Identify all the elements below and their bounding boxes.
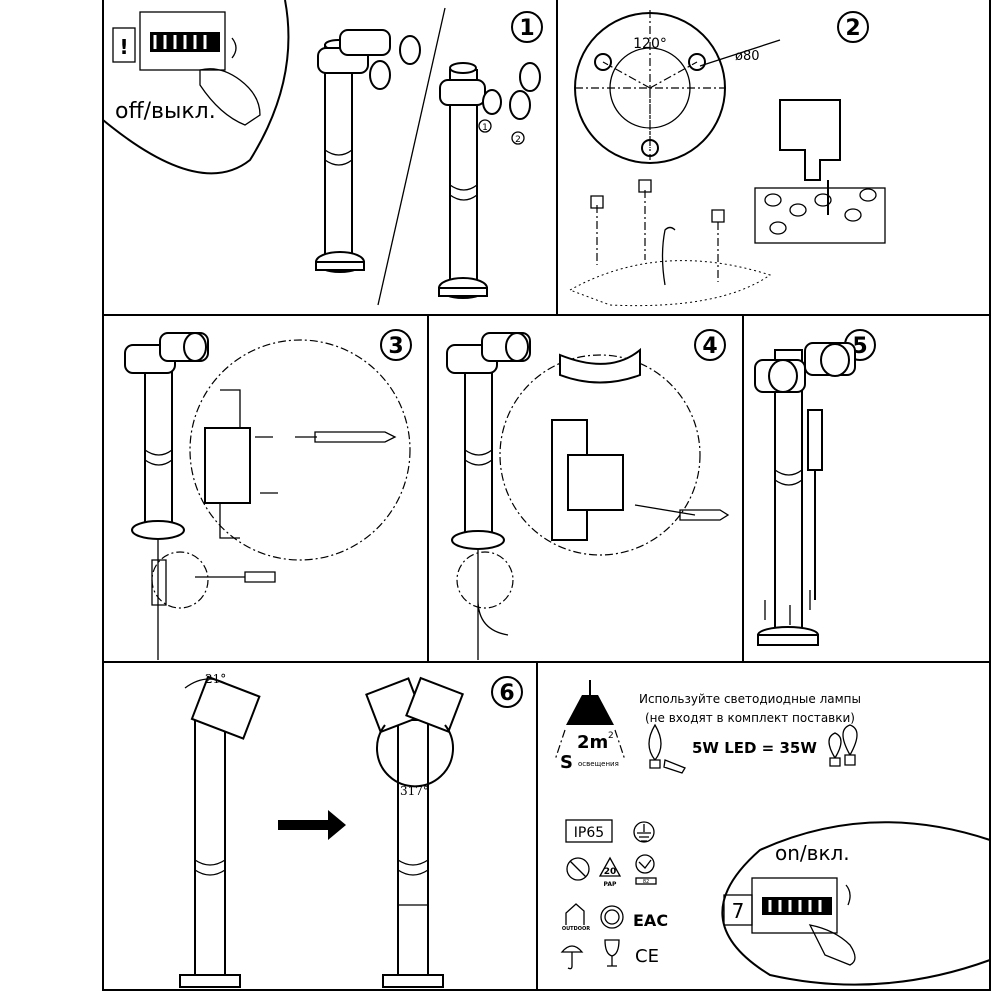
ce-mark: CE [635, 946, 659, 967]
svg-text:20: 20 [604, 867, 617, 877]
panel-5-mounting [754, 342, 856, 646]
svg-text:6: 6 [499, 681, 514, 706]
magnifier-circle [721, 821, 991, 986]
detail-circle [499, 354, 701, 556]
screwdriver-icon [807, 409, 823, 600]
fragile-icon [604, 939, 620, 967]
svg-text:120°: 120° [633, 36, 667, 52]
svg-text:2: 2 [845, 16, 860, 41]
panel-4-wiring [446, 332, 730, 660]
terminal-block-icon [567, 454, 624, 511]
svg-text:PAP: PAP [604, 881, 617, 888]
svg-text:освещения: освещения [578, 760, 619, 768]
svg-text:82: 82 [643, 879, 649, 885]
svg-text:2: 2 [608, 731, 614, 741]
svg-text:Используйте светодиодные лампы: Используйте светодиодные лампы [639, 692, 861, 706]
svg-text:5: 5 [852, 334, 867, 359]
svg-text:4: 4 [702, 334, 717, 359]
panel-7-power-on: on/вкл. 7 [721, 821, 991, 986]
svg-text:OUTDOOR: OUTDOOR [562, 926, 590, 932]
anchor-bolts [590, 179, 725, 282]
step-number-1: 1 [511, 11, 543, 43]
svg-text:S: S [560, 752, 573, 773]
rotation-arrow-icon [376, 724, 454, 788]
lamp-info: 2m 2 S освещения Используйте светодиодны… [554, 680, 861, 774]
circuit-breaker-icon [139, 11, 226, 71]
magnifier-circle [102, 0, 290, 175]
step-number-6: 6 [491, 676, 523, 708]
lamp-post-caps-removed: 1 2 [438, 62, 541, 299]
kc-mark-icon [600, 905, 624, 929]
panel-2-drilling: 120° ø80 [568, 10, 886, 307]
svg-text:21°: 21° [205, 672, 226, 686]
step-number-2: 2 [837, 11, 869, 43]
pendant-lamp-icon [566, 695, 614, 725]
warning-box [112, 27, 136, 63]
ground-surface [568, 260, 772, 307]
cable-icon [661, 226, 676, 286]
svg-text:2m: 2m [577, 732, 608, 753]
step-number-3: 3 [380, 329, 412, 361]
svg-text:1: 1 [482, 123, 488, 133]
svg-text:2: 2 [515, 135, 521, 145]
masonry-wall [754, 187, 886, 244]
arrow-right-icon [278, 810, 346, 840]
drill-icon [779, 99, 841, 215]
detail-circle [189, 339, 411, 561]
panel-frame [102, 0, 991, 991]
ground-icon [633, 821, 655, 843]
svg-text:(не входят в комплект поставки: (не входят в комплект поставки) [645, 711, 855, 725]
junction-box-icon [204, 427, 251, 504]
svg-text:1: 1 [519, 16, 534, 41]
hand-icon [199, 68, 261, 126]
no-food-contact-icon [566, 857, 590, 881]
hand-icon [808, 924, 856, 966]
svg-text:317°: 317° [400, 784, 429, 798]
arrow-icon [231, 37, 237, 59]
circuit-breaker-icon [751, 877, 838, 934]
svg-text:5W LED = 35W: 5W LED = 35W [692, 739, 817, 757]
led-bulb-icon [648, 723, 686, 774]
panel-6-adjustment: 21° 317° [179, 672, 464, 988]
eac-mark: EAC [633, 911, 668, 930]
arrow-icon [845, 884, 851, 906]
warning-mark: ! [119, 35, 128, 59]
step-number-4: 4 [694, 329, 726, 361]
outdoor-icon: OUTDOOR [562, 903, 590, 932]
svg-text:3: 3 [388, 334, 403, 359]
keep-dry-icon [560, 945, 584, 970]
on-label: on/вкл. [775, 841, 850, 865]
step-number-7: 7 [732, 899, 745, 923]
off-label: off/выкл. [115, 99, 216, 124]
shelf-life-icon: 82 [635, 854, 657, 885]
incandescent-bulb-icon [828, 724, 858, 767]
panel-3-junction-box [124, 332, 411, 660]
svg-text:ø80: ø80 [735, 49, 760, 64]
lamp-post-with-caps [315, 29, 421, 273]
panel-1-power-off: ! off/выкл. [102, 0, 541, 299]
base-plate-template: 120° ø80 [574, 10, 781, 164]
screwdriver-icon [255, 431, 397, 494]
ip-rating: IP65 [574, 825, 604, 841]
screwdriver-icon [634, 504, 730, 521]
